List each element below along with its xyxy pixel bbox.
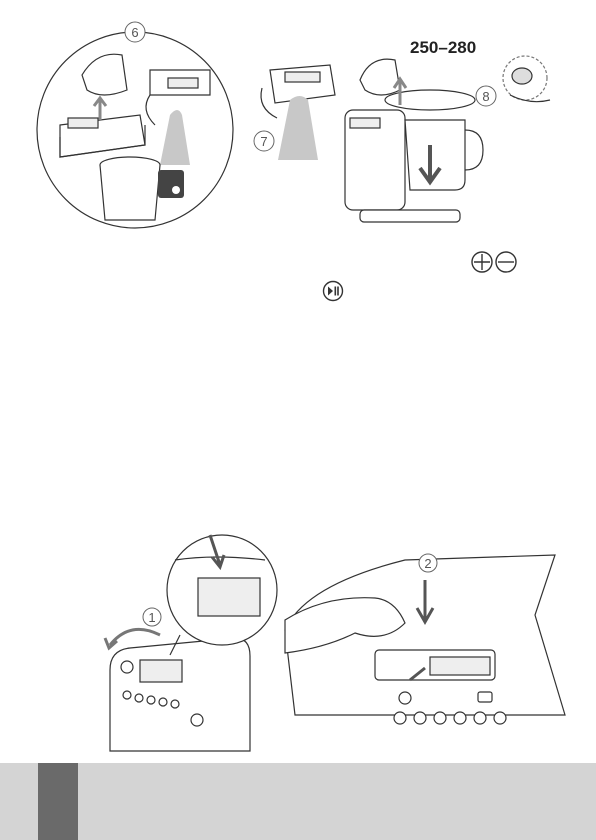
illustration-steps-1-2: 1 2 — [0, 510, 596, 760]
step1-number: 1 — [148, 610, 155, 625]
minus-icon — [494, 250, 518, 274]
step7-number: 7 — [260, 134, 267, 149]
step2-number: 2 — [424, 556, 431, 571]
play-pause-icon — [322, 280, 344, 302]
footer-tab — [38, 763, 78, 840]
illustration-steps-6-8: 6 7 8 — [0, 0, 596, 250]
plus-icon — [470, 250, 494, 274]
step6-number: 6 — [131, 25, 138, 40]
step8-number: 8 — [482, 89, 489, 104]
footer-band — [0, 763, 596, 840]
water-volume-label: 250–280 — [410, 38, 476, 58]
